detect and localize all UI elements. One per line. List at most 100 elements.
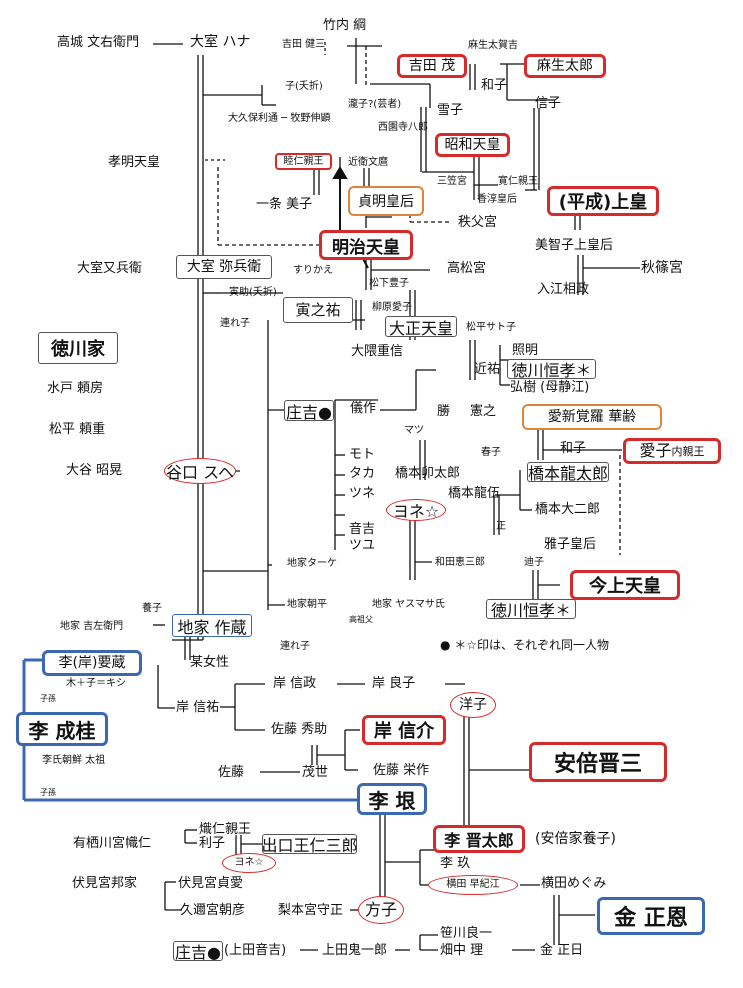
hiroki: 弘樹 (母静江) <box>510 380 590 395</box>
saionji: 西園寺八郎 <box>378 122 428 133</box>
showa-tenno: 昭和天皇 <box>435 133 510 157</box>
omuro-matabe: 大室又兵衛 <box>77 261 143 276</box>
aishinkakura: 愛新覚羅 華齢 <box>522 404 662 430</box>
meiji-tenno: 明治天皇 <box>319 230 413 260</box>
masako: 雅子皇后 <box>544 537 597 552</box>
jige-take: 地家ターケ <box>287 558 337 569</box>
matsu: マツ <box>404 425 424 436</box>
ichijo: 一条 美子 <box>256 197 313 212</box>
fushimi-ke: 伏見宮邦家 <box>72 876 138 891</box>
setsuko: 瀧子?(芸者) <box>348 99 402 110</box>
komei: 孝明天皇 <box>108 155 161 170</box>
sho: 正 <box>496 521 506 532</box>
makino: 牧野伸顕 <box>290 113 331 124</box>
mikasa: 三笠宮 <box>437 176 467 187</box>
torahiko: 寅助(夭折) <box>229 287 277 298</box>
haruko: 春子 <box>481 447 501 458</box>
taruhito: 熾仁親王 <box>199 822 252 837</box>
ri-shintaro: 李 晋太郎 <box>433 825 525 853</box>
shison1: 子孫 <box>40 694 56 703</box>
yoshida-shigeru: 吉田 茂 <box>397 54 467 78</box>
okubo: 大久保利通 <box>228 113 278 124</box>
omuro-yahei: 大室 弥兵衛 <box>176 255 272 279</box>
surikae: すりかえ <box>293 265 333 276</box>
moyo: 茂世 <box>302 765 329 780</box>
ueda-onisaburo: 上田鬼一郎 <box>322 943 388 958</box>
jige-asahei: 地家朝平 <box>287 599 327 610</box>
akishino: 秋篠宮 <box>641 260 683 276</box>
michiko: 美智子上皇后 <box>535 238 614 253</box>
kishi-nobumasa: 岸 信政 <box>273 676 317 691</box>
ootani: 大谷 昭晃 <box>66 463 123 478</box>
tokugawa-tsunetaka-2: 徳川恒孝＊ <box>486 599 576 620</box>
legend-note: ● ＊☆印は、それぞれ同一人物 <box>440 638 610 652</box>
yoshida-kenzo: 吉田 健三 <box>282 39 326 50</box>
omuro-hana: 大室 ハナ <box>190 34 251 50</box>
kagako: 香淳皇后 <box>477 194 517 205</box>
sato-hidesuke: 佐藤 秀助 <box>271 722 328 737</box>
chikahiro: 近祐 <box>474 362 501 377</box>
takeuchi: 竹内 綱 <box>323 18 367 33</box>
tomohito: 寛仁親王 <box>498 176 538 187</box>
hatanaka: 畑中 理 <box>440 943 484 958</box>
aso-takakichi: 麻生太賀吉 <box>468 40 518 51</box>
takagi: 高城 文右衛門 <box>57 35 140 50</box>
teimei-kogo: 貞明皇后 <box>348 186 424 216</box>
matsushita: 松下豊子 <box>369 278 409 289</box>
kishi-nobusuke-f: 岸 信祐 <box>176 700 220 715</box>
kishi-ryoko: 岸 良子 <box>372 676 416 691</box>
shison2: 子孫 <box>40 788 56 797</box>
okuma: 大隈重信 <box>351 344 404 359</box>
tokugawa-ke: 徳川家 <box>38 332 118 364</box>
abe-yoshi: (安倍家養子) <box>535 831 616 847</box>
yone-2: ヨネ☆ <box>222 853 276 873</box>
yoko: 洋子 <box>450 692 496 718</box>
chichibu: 秩父宮 <box>458 215 498 230</box>
taisho-tenno: 大正天皇 <box>385 316 457 338</box>
jige-sakuzo: 地家 作蔵 <box>172 614 252 637</box>
aiko-naishinno: 愛子内親王 <box>623 438 721 464</box>
kimoko: 木＋子＝キシ <box>66 678 126 689</box>
sato: 佐藤 <box>218 765 245 780</box>
moto: モト <box>349 447 376 462</box>
jige-yasumasa: 地家 ヤスマサ氏 <box>372 599 445 610</box>
yone: ヨネ☆ <box>386 499 446 521</box>
noriyuki: 憲之 <box>470 404 497 419</box>
takaso: 高祖父 <box>349 615 373 624</box>
kuninomiya: 久邇宮朝彦 <box>180 903 246 918</box>
ri-gin: 李 垠 <box>357 783 427 815</box>
abe-shinzo: 安倍晋三 <box>529 742 667 782</box>
yokota-sakie: 横田 早紀江 <box>428 875 518 895</box>
kim-jongun: 金 正恩 <box>597 897 705 935</box>
fushimi-sada: 伏見宮貞愛 <box>178 876 244 891</box>
aiko: 愛子 <box>639 441 672 460</box>
ko-tenset: 子(夭折) <box>285 81 323 92</box>
toranosuke: 寅之祐 <box>283 297 353 323</box>
aso-taro: 麻生太郎 <box>524 54 606 78</box>
hashimoto-utaro: 橋本卯太郎 <box>395 466 461 481</box>
kazuko2: 和子 <box>560 441 587 456</box>
masaru: 勝 <box>437 404 451 419</box>
taniguchi-suhe: 谷口 スヘ <box>164 458 236 484</box>
irie: 入江相政 <box>537 282 590 297</box>
tokugawa-tsunetaka: 徳川恒孝＊ <box>507 359 596 380</box>
sato-eisaku: 佐藤 栄作 <box>373 763 430 778</box>
matsudaira-yorishige: 松平 頼重 <box>49 422 106 437</box>
kim-jongil: 金 正日 <box>540 943 584 958</box>
wada: 和田恵三郎 <box>435 557 485 568</box>
jige-kichizaemon: 地家 吉左衛門 <box>60 621 124 632</box>
deguchi: 出口王仁三郎 <box>261 834 358 855</box>
kazuko: 和子 <box>481 78 508 93</box>
matsudaira-sato: 松平サト子 <box>466 322 516 333</box>
shokichi-2: 庄吉● <box>173 941 223 962</box>
tsurego1: 連れ子 <box>220 318 250 329</box>
kishi-nobusuke: 岸 信介 <box>362 715 446 745</box>
naishinno: 内親王 <box>671 445 705 458</box>
bojosei: 某女性 <box>190 655 230 670</box>
tsurego2: 連れ子 <box>280 641 310 652</box>
yukiko: 雪子 <box>437 103 464 118</box>
masako-2: 方子 <box>358 896 404 924</box>
hashimoto-ryutaro: 橋本龍太郎 <box>527 462 609 483</box>
mito: 水戸 頼房 <box>47 381 104 396</box>
